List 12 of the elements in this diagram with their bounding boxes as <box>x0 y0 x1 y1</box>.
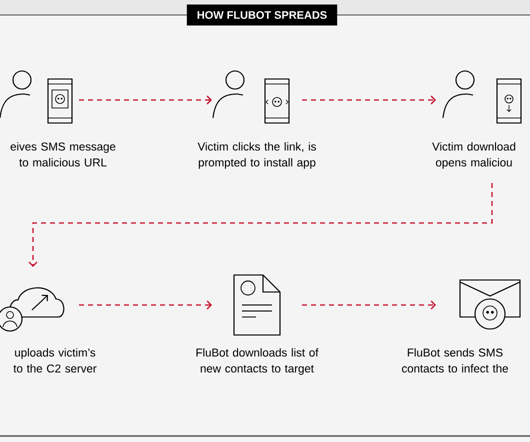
title-banner: HOW FLUBOT SPREADS <box>186 4 338 26</box>
step-caption: FluBot sends SMS contacts to infect the <box>402 348 508 373</box>
arrow <box>302 96 436 104</box>
arrow <box>79 96 212 104</box>
step-caption: Victim download opens maliciou <box>432 142 516 169</box>
step-caption: Victim clicks the link, is prompted to install app <box>198 142 316 169</box>
step-caption: uploads victim’s to the C2 server <box>13 348 96 373</box>
step-caption: eives SMS message to malicious URL <box>10 142 116 167</box>
arrow <box>28 183 493 267</box>
arrow <box>79 300 212 310</box>
arrow <box>302 300 436 310</box>
step-caption: FluBot downloads list of new contacts to target <box>196 348 318 375</box>
